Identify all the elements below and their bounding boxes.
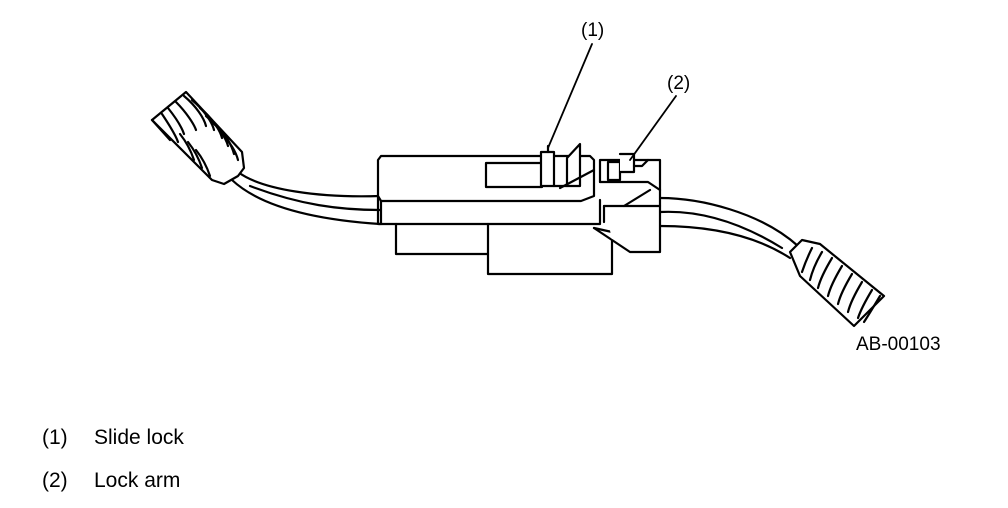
callout-label-1: (1) xyxy=(581,20,605,41)
figure-code: AB-00103 xyxy=(856,334,941,355)
legend-number: (2) xyxy=(42,469,68,492)
right-sheath xyxy=(788,238,886,328)
left-sheath xyxy=(150,90,246,186)
legend-number: (1) xyxy=(42,426,68,449)
right-wires xyxy=(658,196,800,260)
left-wires xyxy=(230,170,382,226)
legend-item-slide-lock: (1) Slide lock xyxy=(42,427,184,448)
legend-item-lock-arm: (2) Lock arm xyxy=(42,470,180,491)
legend-text: Slide lock xyxy=(94,426,184,449)
callout-label-2: (2) xyxy=(667,73,691,94)
slide-lock xyxy=(484,142,596,190)
right-connector-housing xyxy=(598,158,662,254)
leader-line-2 xyxy=(629,95,677,161)
lock-arm xyxy=(606,152,650,182)
legend-text: Lock arm xyxy=(94,469,181,492)
leader-line-1 xyxy=(547,43,593,149)
